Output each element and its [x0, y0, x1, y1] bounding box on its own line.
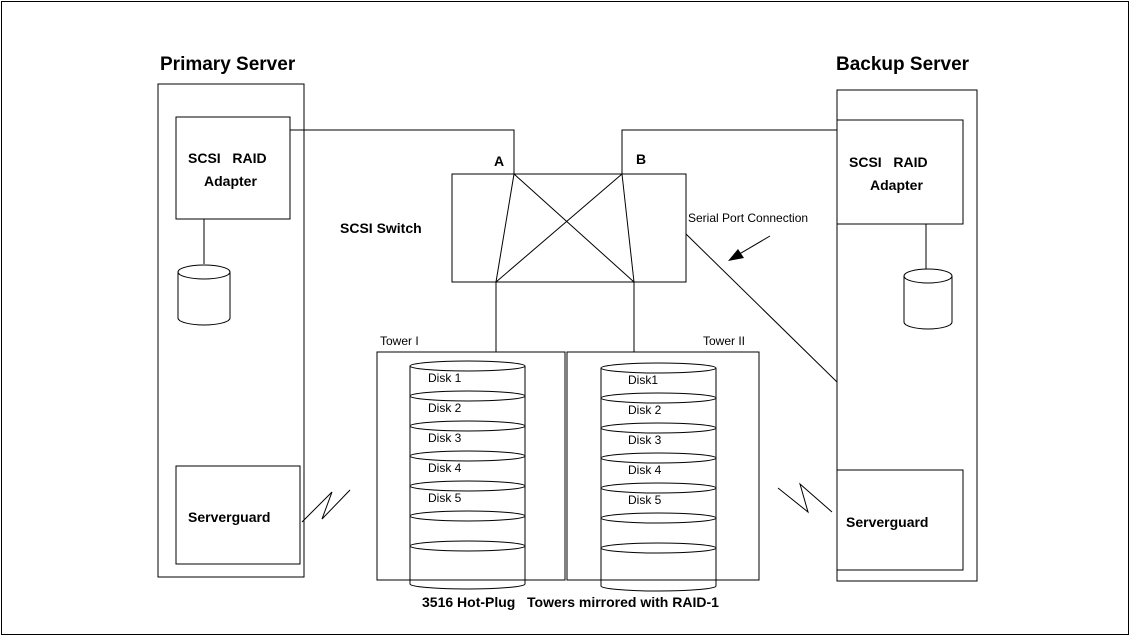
- disk-platter: [409, 360, 526, 372]
- serial-port-label: Serial Port Connection: [688, 211, 808, 225]
- primary-local-disk-icon: [177, 264, 231, 326]
- tower-1-disk-stack: Disk 1 Disk 2 Disk 3 Disk 4 Disk 5: [409, 360, 526, 590]
- primary-to-switch-cable: [290, 129, 515, 174]
- disk-label: Disk 5: [428, 491, 462, 505]
- tower-1-label: Tower I: [380, 334, 419, 348]
- primary-server-title: Primary Server: [160, 54, 296, 75]
- backup-adapter-label-2: Adapter: [870, 177, 923, 193]
- backup-serverguard-label: Serverguard: [846, 514, 928, 530]
- backup-adapter-label-1: SCSI RAID: [849, 154, 928, 170]
- primary-serverguard-label: Serverguard: [188, 509, 270, 525]
- disk-platter: [409, 510, 526, 522]
- serial-port-cable: [685, 233, 838, 383]
- disk-platter: [409, 420, 526, 432]
- scsi-switch-box: [451, 173, 687, 283]
- disk-platter: [600, 512, 717, 524]
- disk-platter: [409, 390, 526, 402]
- disk-platter: [600, 542, 717, 554]
- disk-label: Disk1: [628, 373, 658, 387]
- disk-platter: [409, 540, 526, 552]
- backup-serverguard-box: [836, 469, 964, 571]
- primary-serverguard-box: [175, 465, 301, 565]
- disk-label: Disk 1: [428, 371, 462, 385]
- backup-serverguard-link: [777, 482, 833, 514]
- backup-raid-adapter: [836, 119, 964, 225]
- primary-raid-adapter: [175, 116, 291, 220]
- disk-label: Disk 4: [628, 463, 662, 477]
- disk-platter: [409, 450, 526, 462]
- disk-platter: [600, 452, 717, 464]
- disk-platter: [409, 480, 526, 492]
- disk-platter: [600, 482, 717, 494]
- disk-platter: [600, 362, 717, 374]
- disk-label: Disk 5: [628, 493, 662, 507]
- disk-stack-base: [600, 585, 717, 592]
- switch-port-a-label: A: [494, 153, 504, 169]
- disk-platter: [600, 422, 717, 434]
- figure-caption: 3516 Hot-Plug Towers mirrored with RAID-…: [422, 594, 719, 610]
- primary-serverguard-link: [301, 489, 351, 523]
- tower-2-label: Tower II: [703, 334, 745, 348]
- disk-stack-base: [409, 583, 526, 590]
- disk-label: Disk 2: [428, 401, 462, 415]
- switch-port-b-label: B: [636, 151, 646, 167]
- scsi-switch-label: SCSI Switch: [340, 220, 422, 236]
- backup-server-title: Backup Server: [836, 54, 970, 75]
- disk-label: Disk 4: [428, 461, 462, 475]
- primary-adapter-label-2: Adapter: [204, 173, 257, 189]
- scsi-switch-crossbar: [495, 173, 635, 283]
- serial-port-arrow: [728, 235, 771, 261]
- disk-platter: [600, 392, 717, 404]
- disk-label: Disk 2: [628, 403, 662, 417]
- tower-2-box: [566, 351, 760, 581]
- disk-label: Disk 3: [628, 433, 662, 447]
- backup-local-disk-icon: [903, 268, 953, 330]
- backup-to-switch-cable: [621, 129, 837, 174]
- primary-adapter-label-1: SCSI RAID: [188, 150, 267, 166]
- disk-label: Disk 3: [428, 431, 462, 445]
